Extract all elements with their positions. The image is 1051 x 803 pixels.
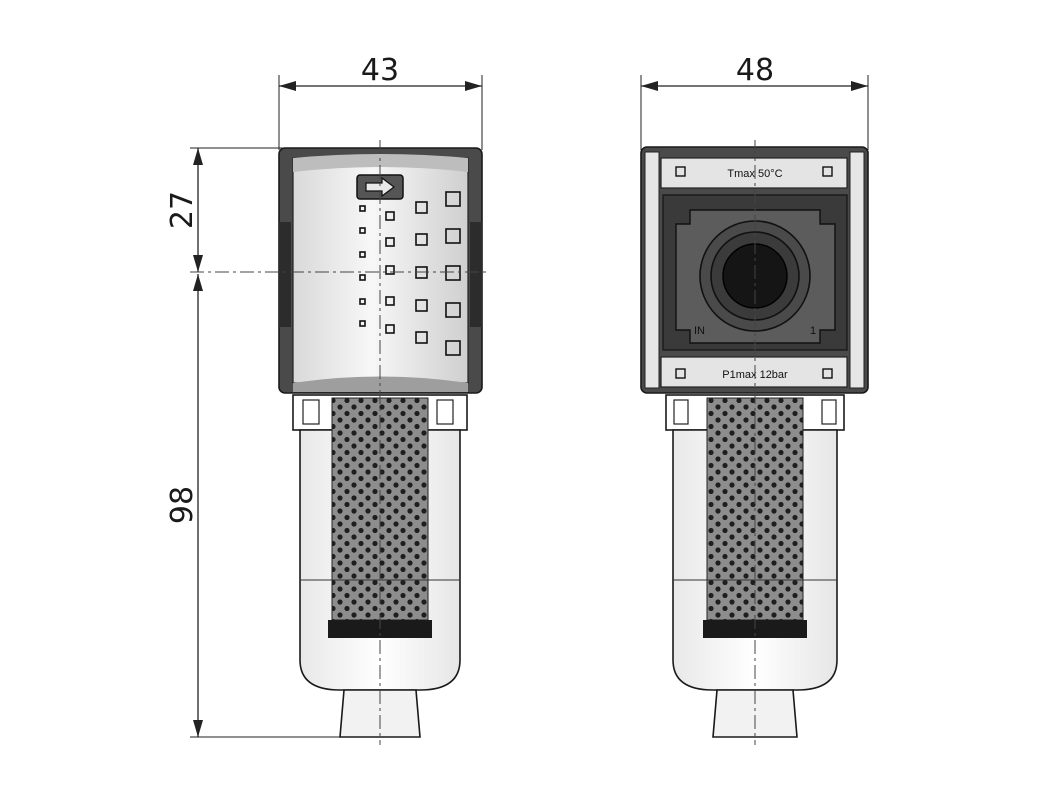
width-side-label: 43: [361, 53, 399, 88]
port-out-label: 1: [810, 325, 816, 337]
front-view: 48 Tmax 50°C P1max 12bar IN 1: [640, 53, 869, 745]
width-dimension-side: 43: [279, 53, 482, 91]
width-front-label: 48: [736, 53, 774, 88]
width-dimension-front: 48: [641, 53, 868, 91]
height-top-label: 27: [165, 191, 200, 229]
side-view: 43 27 98: [165, 53, 490, 745]
grip-pattern: [359, 191, 461, 356]
height-top-dimension: 27: [165, 148, 203, 272]
port-in-label: IN: [694, 325, 705, 337]
height-bottom-dimension: 98: [165, 274, 203, 737]
height-bottom-label: 98: [165, 486, 200, 524]
